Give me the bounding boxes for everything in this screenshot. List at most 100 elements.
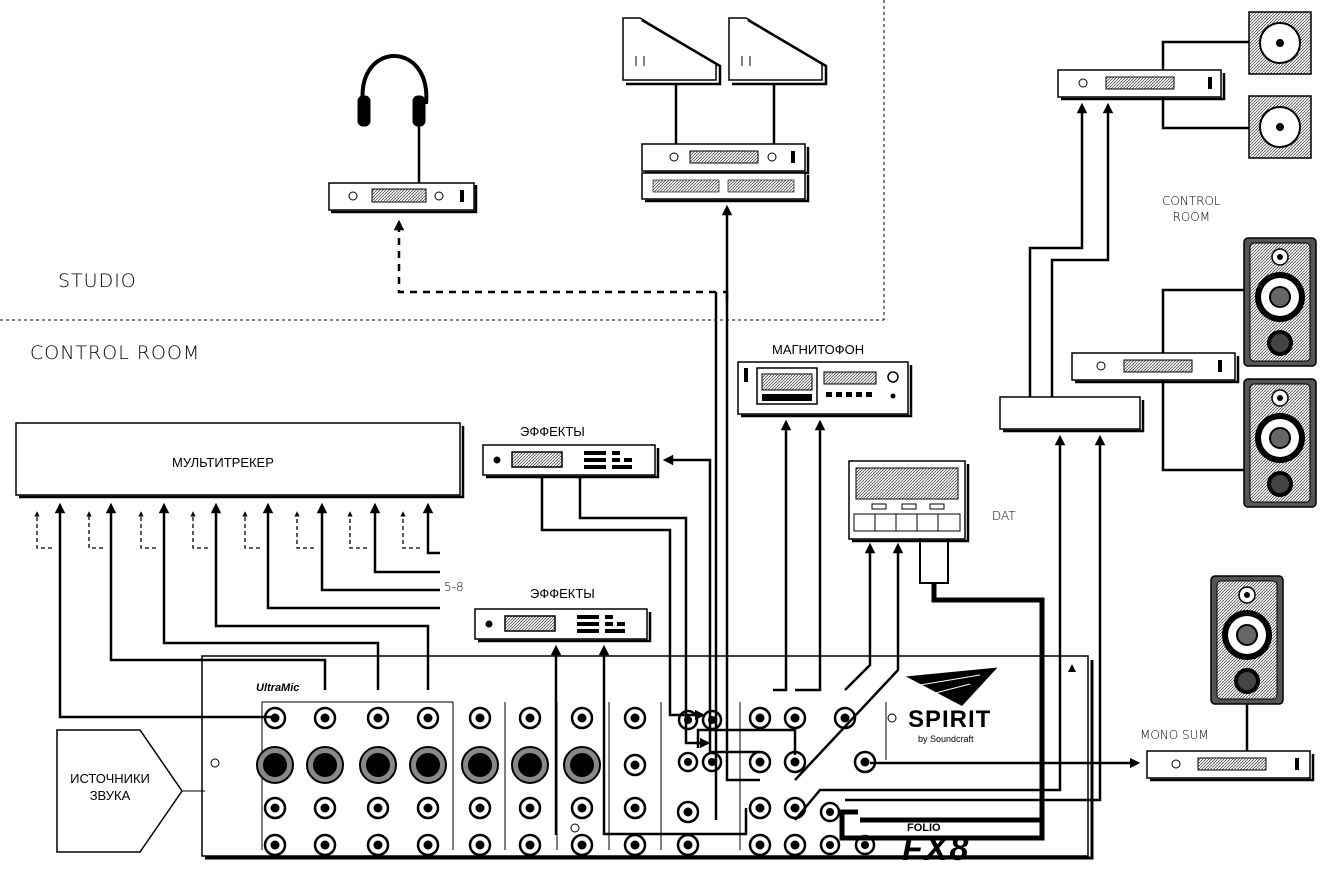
monitor-mono [1210,575,1284,705]
graphic-equalizer [641,172,810,203]
insert-jack-5-center [475,840,485,850]
direct-out-jack-2-center [320,713,330,723]
headphone-amplifier [328,182,478,214]
line-input-jack-6-center [525,803,535,813]
multitrack-cables [54,502,440,719]
direct-out-jack-7-center [577,713,587,723]
line-input-jack-2-center [320,803,330,813]
mic-input-jack-6-inner [518,753,542,777]
tape-recorder-cables [773,419,826,692]
sound-sources-box [56,729,183,853]
multitrack-return-cables [34,511,420,549]
mic-input-jack-3-inner [366,753,390,777]
tracks-5-8-label: 5-8 [444,580,464,594]
direct-out-jack-5-center [475,713,485,723]
direct-out-jack-8-center [630,713,640,723]
monitor-top-a [1248,11,1312,75]
insert-jack-6-center [525,840,535,850]
sound-sources-line2: ЗВУКА [89,788,131,803]
speaker-cables-top [1161,40,1249,130]
sound-sources-label: ИСТОЧНИКИ ЗВУКА [62,770,158,804]
area-label-control-room: CONTROL ROOM [30,342,201,364]
mic-input-jack-5-inner [468,753,492,777]
control-room-amplifier-top [1057,69,1226,101]
monitor-r-jack-center [790,840,800,850]
rca-jack-3-center [683,757,693,767]
two-track-out-jack-center [860,840,870,850]
sub-jack-center [755,713,765,723]
tape-recorder-label: МАГНИТОФОН [772,342,865,357]
tape-recorder [737,361,913,418]
insert-jack-1-center [270,840,280,850]
mic-input-jack-7-inner [570,753,594,777]
studio-amplifier [641,143,810,175]
speaker-cables-studio [674,84,776,144]
dat-recorder [848,460,970,543]
line-input-jack-7-center [577,803,587,813]
area-dividers [0,0,885,321]
line-input-jack-1-center [270,803,280,813]
main-out-l-jack-center [790,713,800,723]
mixer-brand: SPIRIT [908,706,992,733]
effects-unit-1 [482,444,660,479]
line-input-jack-3-center [373,803,383,813]
aux-1-jack-center [755,757,765,767]
dat-return-cable [839,583,1045,841]
line-input-jack-5-center [475,803,485,813]
stereo-return-jack-2-center [683,840,693,850]
dat-label: DAT [992,509,1016,523]
mixer-model: FX8 [902,830,971,868]
direct-out-jack-4-center [423,713,433,723]
mix-insert-r-jack-center [755,840,765,850]
control-room-amplifier-middle [1071,352,1240,384]
studio-cables [714,204,733,820]
mic-input-jack-8-center [630,760,640,770]
monitor-l-jack-center [790,803,800,813]
monitor-switcher [999,396,1145,433]
studio-speaker-left [622,17,722,86]
mixer-maker: by Soundcraft [918,734,974,744]
mono-amplifier [1146,750,1315,782]
area-label-studio: STUDIO [58,270,137,292]
mixer-series: FOLIO [907,822,941,834]
line-input-jack-8-center [630,803,640,813]
area-label-control-room-right-line1: CONTROL [1162,194,1221,208]
two-track-return-jack-2-center [825,840,835,850]
studio-speaker-right [728,17,828,86]
main-out-r-jack-center [840,713,850,723]
area-label-control-room-right-line2: ROOM [1172,210,1211,224]
effects-cables [540,290,797,836]
insert-jack-8-center [630,840,640,850]
speaker-cables-large [1161,288,1244,472]
line-input-jack-4-center [423,803,433,813]
direct-out-jack-6-center [525,713,535,723]
insert-jack-7-center [577,840,587,850]
rca-jack-4-center [707,757,717,767]
mono-sum-label: MONO SUM [1140,728,1209,742]
control-room-routing [1028,102,1114,397]
insert-jack-3-center [373,840,383,850]
mix-insert-l-jack-center [755,803,765,813]
effects-1-label: ЭФФЕКТЫ [520,424,585,439]
multitrack-recorder [15,422,465,499]
headphones-icon [357,54,429,183]
effects-2-label: ЭФФЕКТЫ [530,586,595,601]
headphone-feed-cable [393,219,716,294]
mic-input-jack-4-inner [416,753,440,777]
multitrack-label: МУЛЬТИТРЕКЕР [172,455,274,470]
monitor-large-b [1243,378,1317,508]
direct-out-jack-3-center [373,713,383,723]
mono-sum-jack-center [860,757,870,767]
mixer-jacks [256,706,877,857]
mixer-console [201,655,1094,860]
sound-sources-line1: ИСТОЧНИКИ [70,771,150,786]
area-label-control-room-right: CONTROL ROOM [1162,193,1221,225]
effects-unit-2 [474,608,652,643]
preamp-logo: UltraMic [256,682,300,694]
stereo-return-jack-1-center [683,807,693,817]
monitor-large-a [1243,237,1317,367]
monitor-top-b [1248,95,1312,159]
mic-input-jack-2-inner [313,753,337,777]
control-room-mix-cables [794,434,1141,821]
